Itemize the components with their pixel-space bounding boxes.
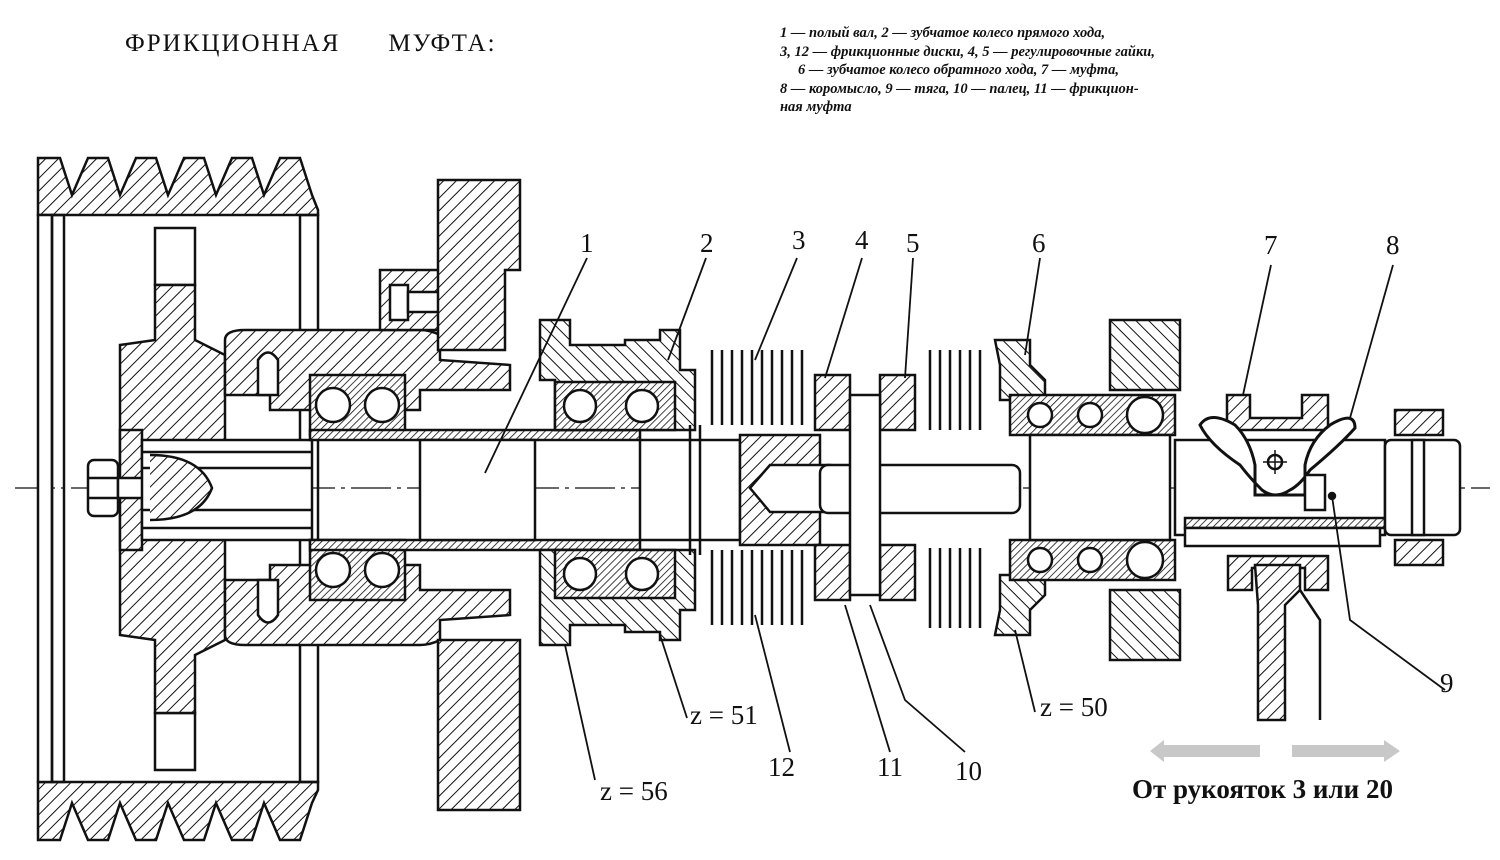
hollow-shaft: [308, 428, 642, 552]
gear-forward: [538, 318, 697, 647]
leader-lines: [484, 257, 1446, 781]
arrow-left-icon: [1150, 740, 1260, 762]
friction-discs-right: [928, 350, 982, 628]
coupling: [1225, 393, 1330, 432]
frame-wall: [436, 178, 522, 812]
arrow-right-icon: [1292, 740, 1400, 762]
diagram-title: ФРИКЦИОННАЯ МУФТА:: [125, 30, 497, 58]
handle-lever: [1226, 554, 1330, 722]
legend-line: 8 — коромысло, 9 — тяга, 10 — палец, 11 …: [780, 80, 1139, 97]
legend-line: ная муфта: [780, 99, 852, 115]
callout-6: 6: [1032, 228, 1046, 258]
callout-2: 2: [700, 228, 714, 258]
callout-9: 9: [1440, 668, 1454, 698]
legend-line: 3, 12 — фрикционные диски, 4, 5 — регули…: [780, 43, 1155, 60]
handle-source-label: От рукояток 3 или 20: [1132, 774, 1393, 804]
callout-12: 12: [768, 752, 795, 782]
callout-7: 7: [1264, 230, 1278, 260]
gear-teeth-z56: z = 56: [600, 776, 668, 806]
frame-wall-right: [1108, 318, 1182, 662]
callout-3: 3: [792, 225, 806, 255]
legend-line: 6 — зубчатое колесо обратного хода, 7 — …: [798, 62, 1119, 78]
title-word-1: ФРИКЦИОННАЯ: [125, 30, 341, 57]
gear-reverse: [993, 338, 1177, 637]
title-word-2: МУФТА:: [388, 30, 497, 57]
control-rod: [1173, 408, 1462, 567]
gear-teeth-z50: z = 50: [1040, 692, 1108, 722]
legend-line: 1 — полый вал, 2 — зубчатое колесо прямо…: [780, 25, 1106, 41]
splined-shaft: [140, 438, 314, 542]
gear-teeth-z51: z = 51: [690, 700, 758, 730]
friction-discs-left: [710, 350, 804, 625]
callout-11: 11: [877, 752, 903, 782]
callout-4: 4: [855, 225, 869, 255]
callout-8: 8: [1386, 230, 1400, 260]
rocker-arm: [1198, 416, 1357, 512]
clutch-sleeve: [638, 425, 1022, 555]
callout-10: 10: [955, 756, 982, 786]
callout-1: 1: [580, 228, 594, 258]
parts-legend: 1 — полый вал, 2 — зубчатое колесо прямо…: [780, 24, 1392, 117]
adjusting-nuts: [813, 373, 917, 602]
callout-5: 5: [906, 228, 920, 258]
